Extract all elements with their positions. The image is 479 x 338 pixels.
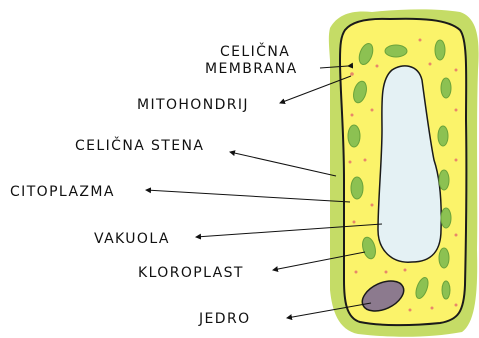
mitochondrion bbox=[351, 114, 354, 117]
chloroplast bbox=[348, 125, 360, 147]
mitochondrion bbox=[349, 161, 352, 164]
mitochondrion bbox=[385, 271, 388, 274]
mitochondrion bbox=[455, 234, 458, 237]
label-jedro: JEDRO bbox=[198, 311, 251, 327]
chloroplast bbox=[442, 281, 450, 299]
mitochondrion bbox=[455, 69, 458, 72]
chloroplast bbox=[441, 78, 451, 98]
mitochondrion bbox=[419, 39, 422, 42]
mitochondrion bbox=[376, 65, 379, 68]
label-vakuola: VAKUOLA bbox=[94, 231, 170, 247]
mitochondrion bbox=[350, 72, 354, 76]
mitochondrion bbox=[455, 304, 458, 307]
mitochondrion bbox=[429, 63, 432, 66]
label-kloroplast: KLOROPLAST bbox=[138, 265, 244, 281]
mitochondrion bbox=[355, 271, 358, 274]
mitochondrion bbox=[353, 221, 356, 224]
chloroplast bbox=[441, 208, 451, 228]
label-celicna-membrana-line1: CELIČNA bbox=[220, 42, 290, 60]
mitochondrion bbox=[455, 159, 458, 162]
mitochondrion bbox=[404, 269, 407, 272]
chloroplast bbox=[438, 126, 448, 146]
chloroplast bbox=[385, 45, 407, 57]
mitochondrion bbox=[364, 159, 367, 162]
label-celicna-stena: CELIČNA STENA bbox=[75, 136, 204, 154]
chloroplast bbox=[351, 177, 363, 199]
label-celicna-membrana-line2: MEMBRANA bbox=[205, 61, 298, 77]
chloroplast bbox=[439, 170, 449, 190]
mitochondrion bbox=[455, 109, 458, 112]
chloroplast bbox=[439, 248, 449, 268]
pointer-citoplazma bbox=[146, 190, 350, 202]
mitochondrion bbox=[431, 307, 434, 310]
mitochondrion bbox=[371, 204, 374, 207]
label-citoplazma: CITOPLAZMA bbox=[10, 184, 115, 200]
mitochondrion bbox=[371, 109, 374, 112]
label-mitohondrij: MITOHONDRIJ bbox=[137, 97, 249, 113]
pointer-celicna-stena bbox=[230, 152, 336, 176]
mitochondrion bbox=[409, 309, 412, 312]
chloroplast bbox=[435, 40, 445, 60]
